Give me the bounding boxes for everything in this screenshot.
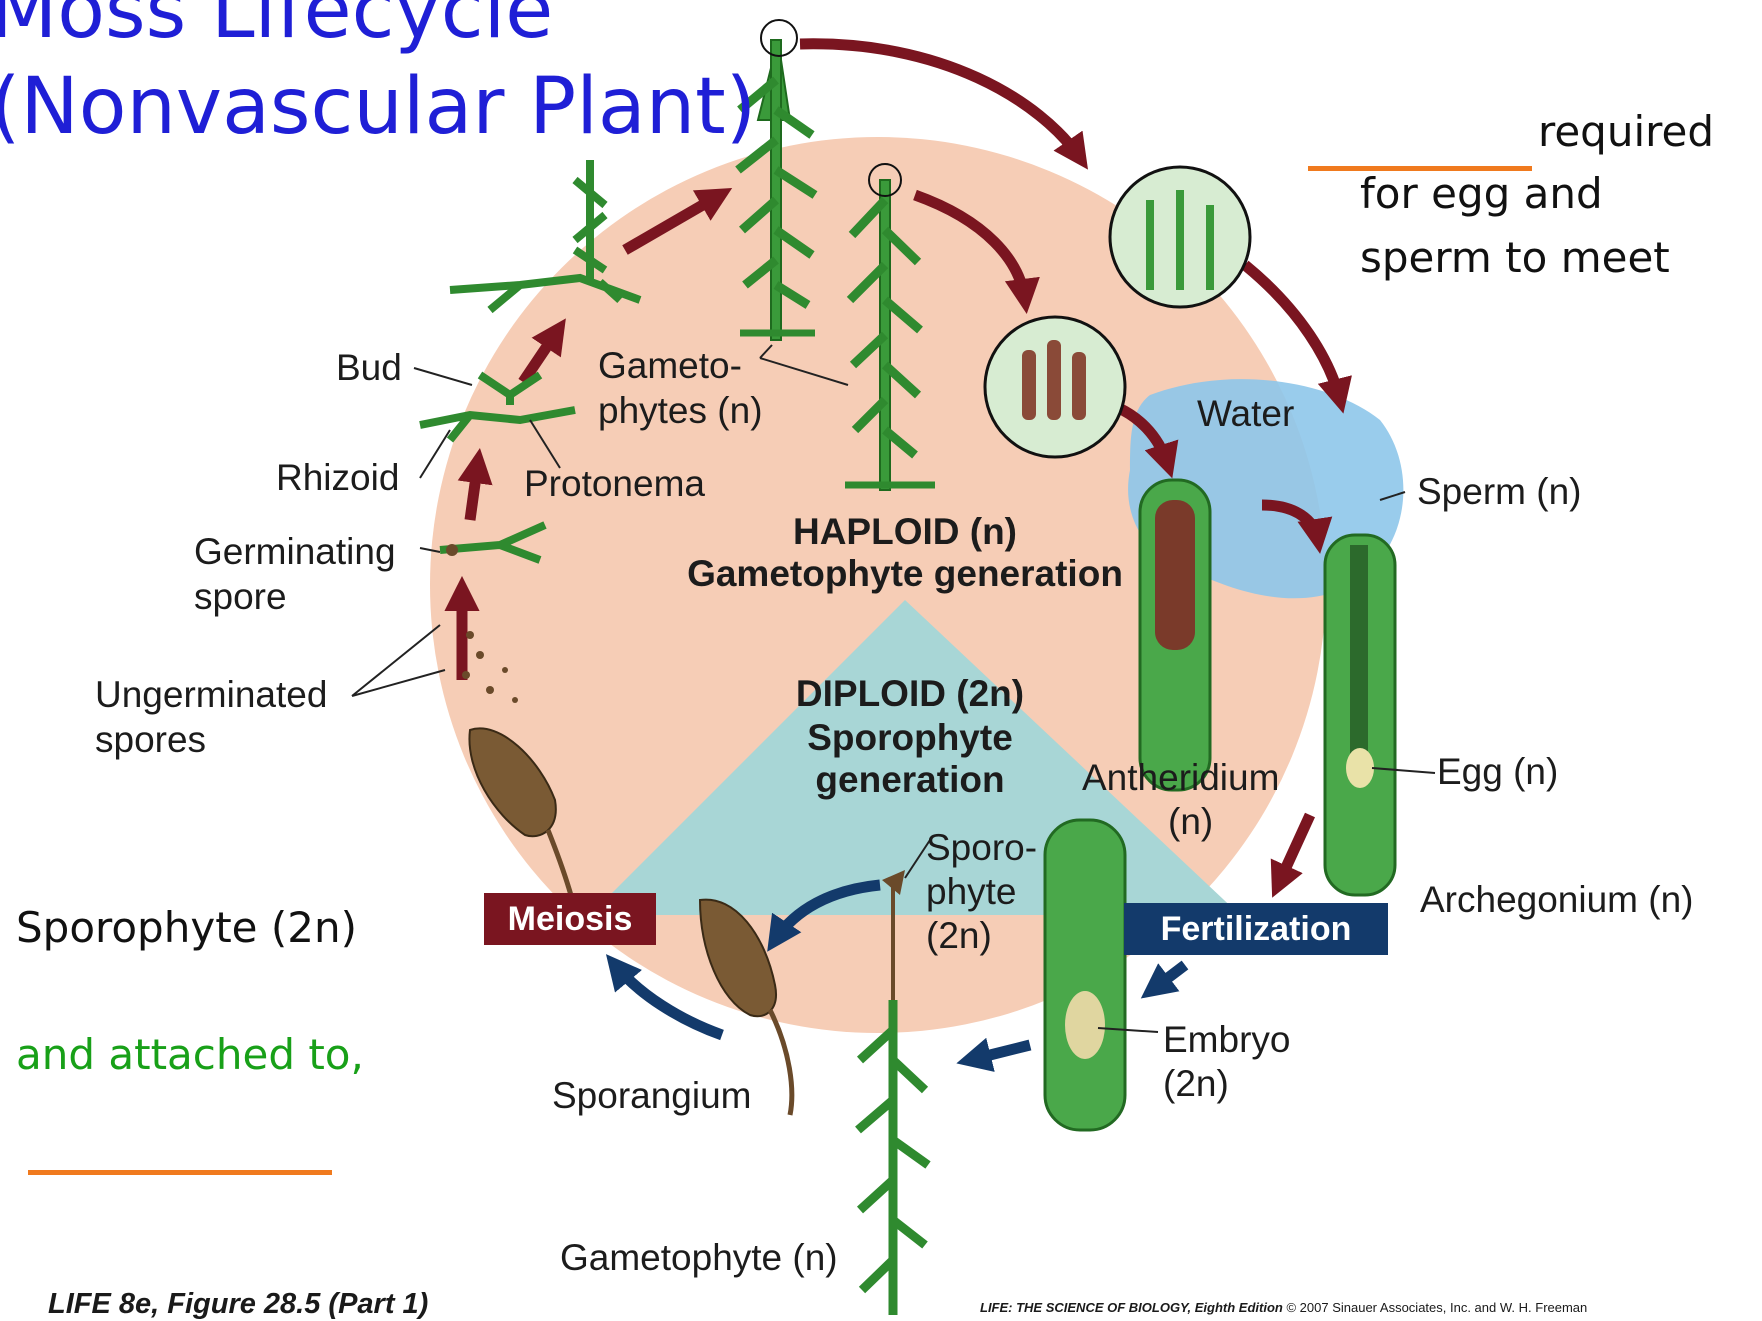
note-required: required <box>1538 104 1714 160</box>
label-sporo-2: phyte <box>926 870 1017 914</box>
caption-right: LIFE: THE SCIENCE OF BIOLOGY, Eighth Edi… <box>980 1300 1587 1315</box>
arrow-egg-to-fert <box>1278 815 1310 885</box>
fertilization-badge: Fertilization <box>1124 903 1388 955</box>
label-diploid-3: generation <box>760 758 1060 802</box>
label-gameto-2: phytes (n) <box>598 389 763 433</box>
label-germinating-2: spore <box>194 575 287 619</box>
note-attached: and attached to, <box>16 1030 364 1080</box>
label-haploid-1: HAPLOID (n) <box>680 510 1130 554</box>
label-sporo-3: (2n) <box>926 914 992 958</box>
label-gametophyte-bottom: Gametophyte (n) <box>560 1236 838 1280</box>
antheridium-art <box>1140 480 1210 790</box>
label-sporo-1: Sporo- <box>926 826 1037 870</box>
note-for-egg: for egg and <box>1360 166 1603 222</box>
label-diploid-1: DIPLOID (2n) <box>760 672 1060 716</box>
label-sperm: Sperm (n) <box>1417 470 1581 514</box>
spore-dot <box>446 544 458 556</box>
label-egg: Egg (n) <box>1437 750 1558 794</box>
label-ungerminated-1: Ungerminated <box>95 673 327 717</box>
label-protonema: Protonema <box>524 462 705 506</box>
label-embryo-2: (2n) <box>1163 1062 1229 1106</box>
label-sporangium: Sporangium <box>552 1074 752 1118</box>
label-water: Water <box>1197 392 1294 436</box>
note-sporophyte: Sporophyte (2n) <box>16 900 357 956</box>
title-line-1: Moss Lifecycle <box>0 0 553 54</box>
title-line-2: (Nonvascular Plant) <box>0 64 756 150</box>
label-antheridium-2: (n) <box>1168 800 1213 844</box>
label-embryo-1: Embryo <box>1163 1018 1290 1062</box>
blank-bottom-underline <box>28 1170 332 1175</box>
label-ungerminated-2: spores <box>95 718 206 762</box>
label-bud: Bud <box>336 346 402 390</box>
label-germinating-1: Germinating <box>194 530 396 574</box>
label-archegonium: Archegonium (n) <box>1420 878 1694 922</box>
arrow-fert-to-embryo <box>1152 965 1185 990</box>
label-gameto-1: Gameto- <box>598 344 742 388</box>
caption-right-rest: © 2007 Sinauer Associates, Inc. and W. H… <box>1286 1300 1587 1315</box>
meiosis-badge: Meiosis <box>484 893 656 945</box>
caption-left: LIFE 8e, Figure 28.5 (Part 1) <box>48 1288 428 1321</box>
arrow-embryo-to-sporophyte <box>970 1045 1030 1060</box>
label-rhizoid: Rhizoid <box>276 456 399 500</box>
label-diploid-2: Sporophyte <box>760 716 1060 760</box>
note-sperm-meet: sperm to meet <box>1360 230 1670 286</box>
caption-right-bold: LIFE: THE SCIENCE OF BIOLOGY, Eighth Edi… <box>980 1300 1283 1315</box>
embryo-plant-art <box>1045 820 1125 1130</box>
label-antheridium-1: Antheridium <box>1082 756 1279 800</box>
archegonium-art <box>1325 535 1395 895</box>
label-haploid-2: Gametophyte generation <box>680 552 1130 596</box>
